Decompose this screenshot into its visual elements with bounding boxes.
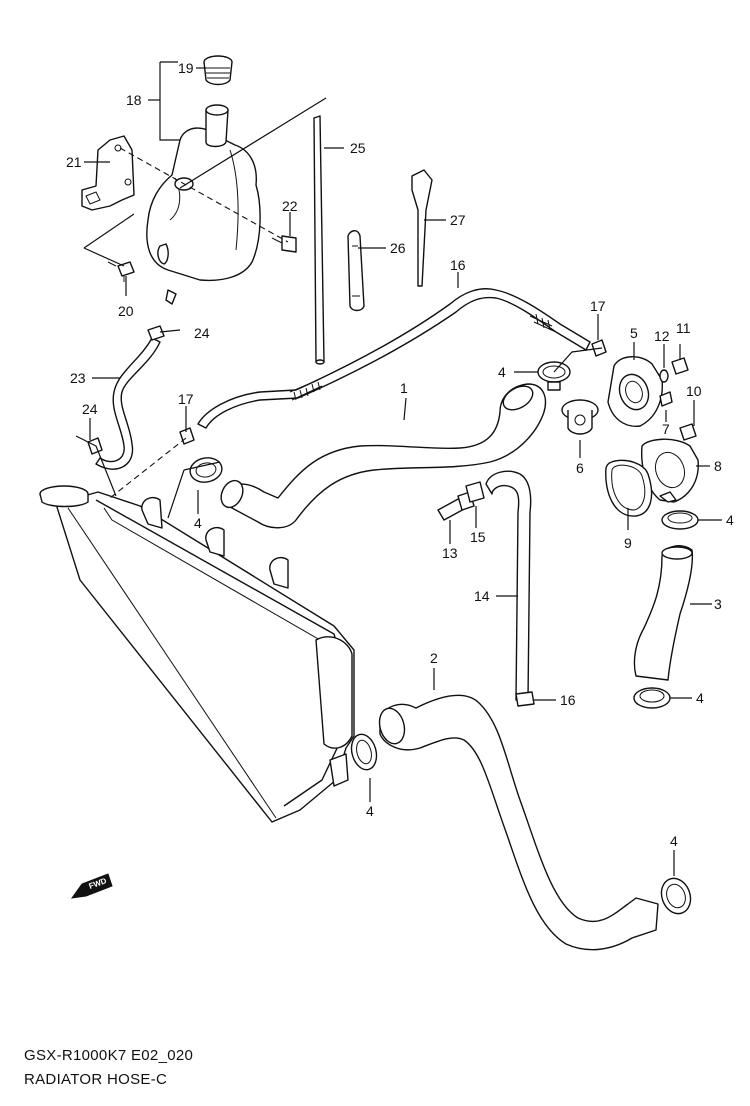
cable-tie-27	[411, 169, 433, 287]
reservoir-tank	[146, 104, 261, 305]
callout-3: 3	[714, 596, 722, 612]
guide-line-clip	[109, 437, 187, 499]
callout-18: 18	[126, 92, 142, 108]
bolt-11	[671, 357, 689, 375]
callout-numbers: 19 18 21 22 20 25 26 27 16 24 23 24 17 1…	[66, 60, 734, 849]
radiator	[39, 485, 355, 823]
callout-leaders	[84, 61, 722, 876]
thermostat-6	[561, 399, 599, 435]
reservoir-cap	[203, 55, 233, 86]
callout-12: 12	[654, 328, 670, 344]
callout-26: 26	[390, 240, 406, 256]
radiator-hose-3	[633, 545, 694, 681]
callout-1: 1	[400, 380, 408, 396]
callout-15: 15	[470, 529, 486, 545]
hose-clamp-4-left	[189, 457, 223, 483]
guide-line-clamp-left	[167, 461, 221, 519]
callout-4-low-left: 4	[366, 803, 374, 819]
callout-27: 27	[450, 212, 466, 228]
callout-13: 13	[442, 545, 458, 561]
callout-9: 9	[624, 535, 632, 551]
radiator-hose-2	[378, 694, 659, 951]
diagram-caption: GSX-R1000K7 E02_020 RADIATOR HOSE-C	[24, 1044, 193, 1092]
callout-4-right: 4	[726, 512, 734, 528]
tank-bracket	[81, 135, 135, 211]
guide-line-clamp-top	[553, 347, 603, 373]
callout-17-right: 17	[590, 298, 606, 314]
hose-clamp-26	[347, 230, 365, 312]
callout-19: 19	[178, 60, 194, 76]
breather-hose-25	[313, 115, 325, 365]
clip-15	[465, 481, 485, 503]
guide-line-tank-neck	[179, 97, 327, 189]
bolt-22	[271, 235, 297, 253]
hose-clamp-4-low-right	[660, 877, 692, 915]
callout-4-left: 4	[194, 515, 202, 531]
o-ring-12	[659, 369, 669, 383]
hose-clamp-4-mid	[633, 687, 671, 709]
hose-clamp-4-right	[661, 510, 699, 530]
guide-line-bolt-22	[119, 147, 289, 243]
callout-25: 25	[350, 140, 366, 156]
bypass-hose-14	[485, 470, 532, 701]
model-code: GSX-R1000K7 E02_020	[24, 1047, 194, 1064]
callout-16-bottom: 16	[560, 692, 576, 708]
clip-16-lower	[515, 691, 535, 707]
guide-line-bracket	[83, 213, 135, 267]
callout-4-top: 4	[498, 364, 506, 380]
gasket-9	[605, 459, 653, 517]
fwd-arrow-icon: FWD	[70, 873, 113, 899]
callout-8: 8	[714, 458, 722, 474]
callout-16-top: 16	[450, 257, 466, 273]
callout-23: 23	[70, 370, 86, 386]
bolt-7	[659, 391, 673, 407]
callout-21: 21	[66, 154, 82, 170]
callout-4-mid: 4	[696, 690, 704, 706]
hose-clamp-4-top	[537, 361, 571, 391]
bolt-10	[679, 423, 697, 441]
callout-6: 6	[576, 460, 584, 476]
hose-clamp-4-low-left	[350, 733, 378, 771]
thermostat-case-5	[607, 356, 663, 427]
callout-22: 22	[282, 198, 298, 214]
callout-5: 5	[630, 325, 638, 341]
callout-7: 7	[662, 421, 670, 437]
callout-2: 2	[430, 650, 438, 666]
callout-11: 11	[676, 320, 691, 336]
thermostat-cover-8	[641, 438, 699, 503]
callout-4-low-right: 4	[670, 833, 678, 849]
callout-20: 20	[118, 303, 134, 319]
callout-14: 14	[474, 588, 490, 604]
radiator-hose-1	[220, 383, 547, 529]
callout-24-bottom: 24	[82, 401, 98, 417]
reservoir-hose-23	[95, 325, 165, 470]
callout-24-top: 24	[194, 325, 210, 341]
diagram-title: RADIATOR HOSE-C	[24, 1071, 168, 1088]
callout-10: 10	[686, 383, 702, 399]
callout-17-left: 17	[178, 391, 194, 407]
guide-line-cap	[75, 435, 117, 497]
